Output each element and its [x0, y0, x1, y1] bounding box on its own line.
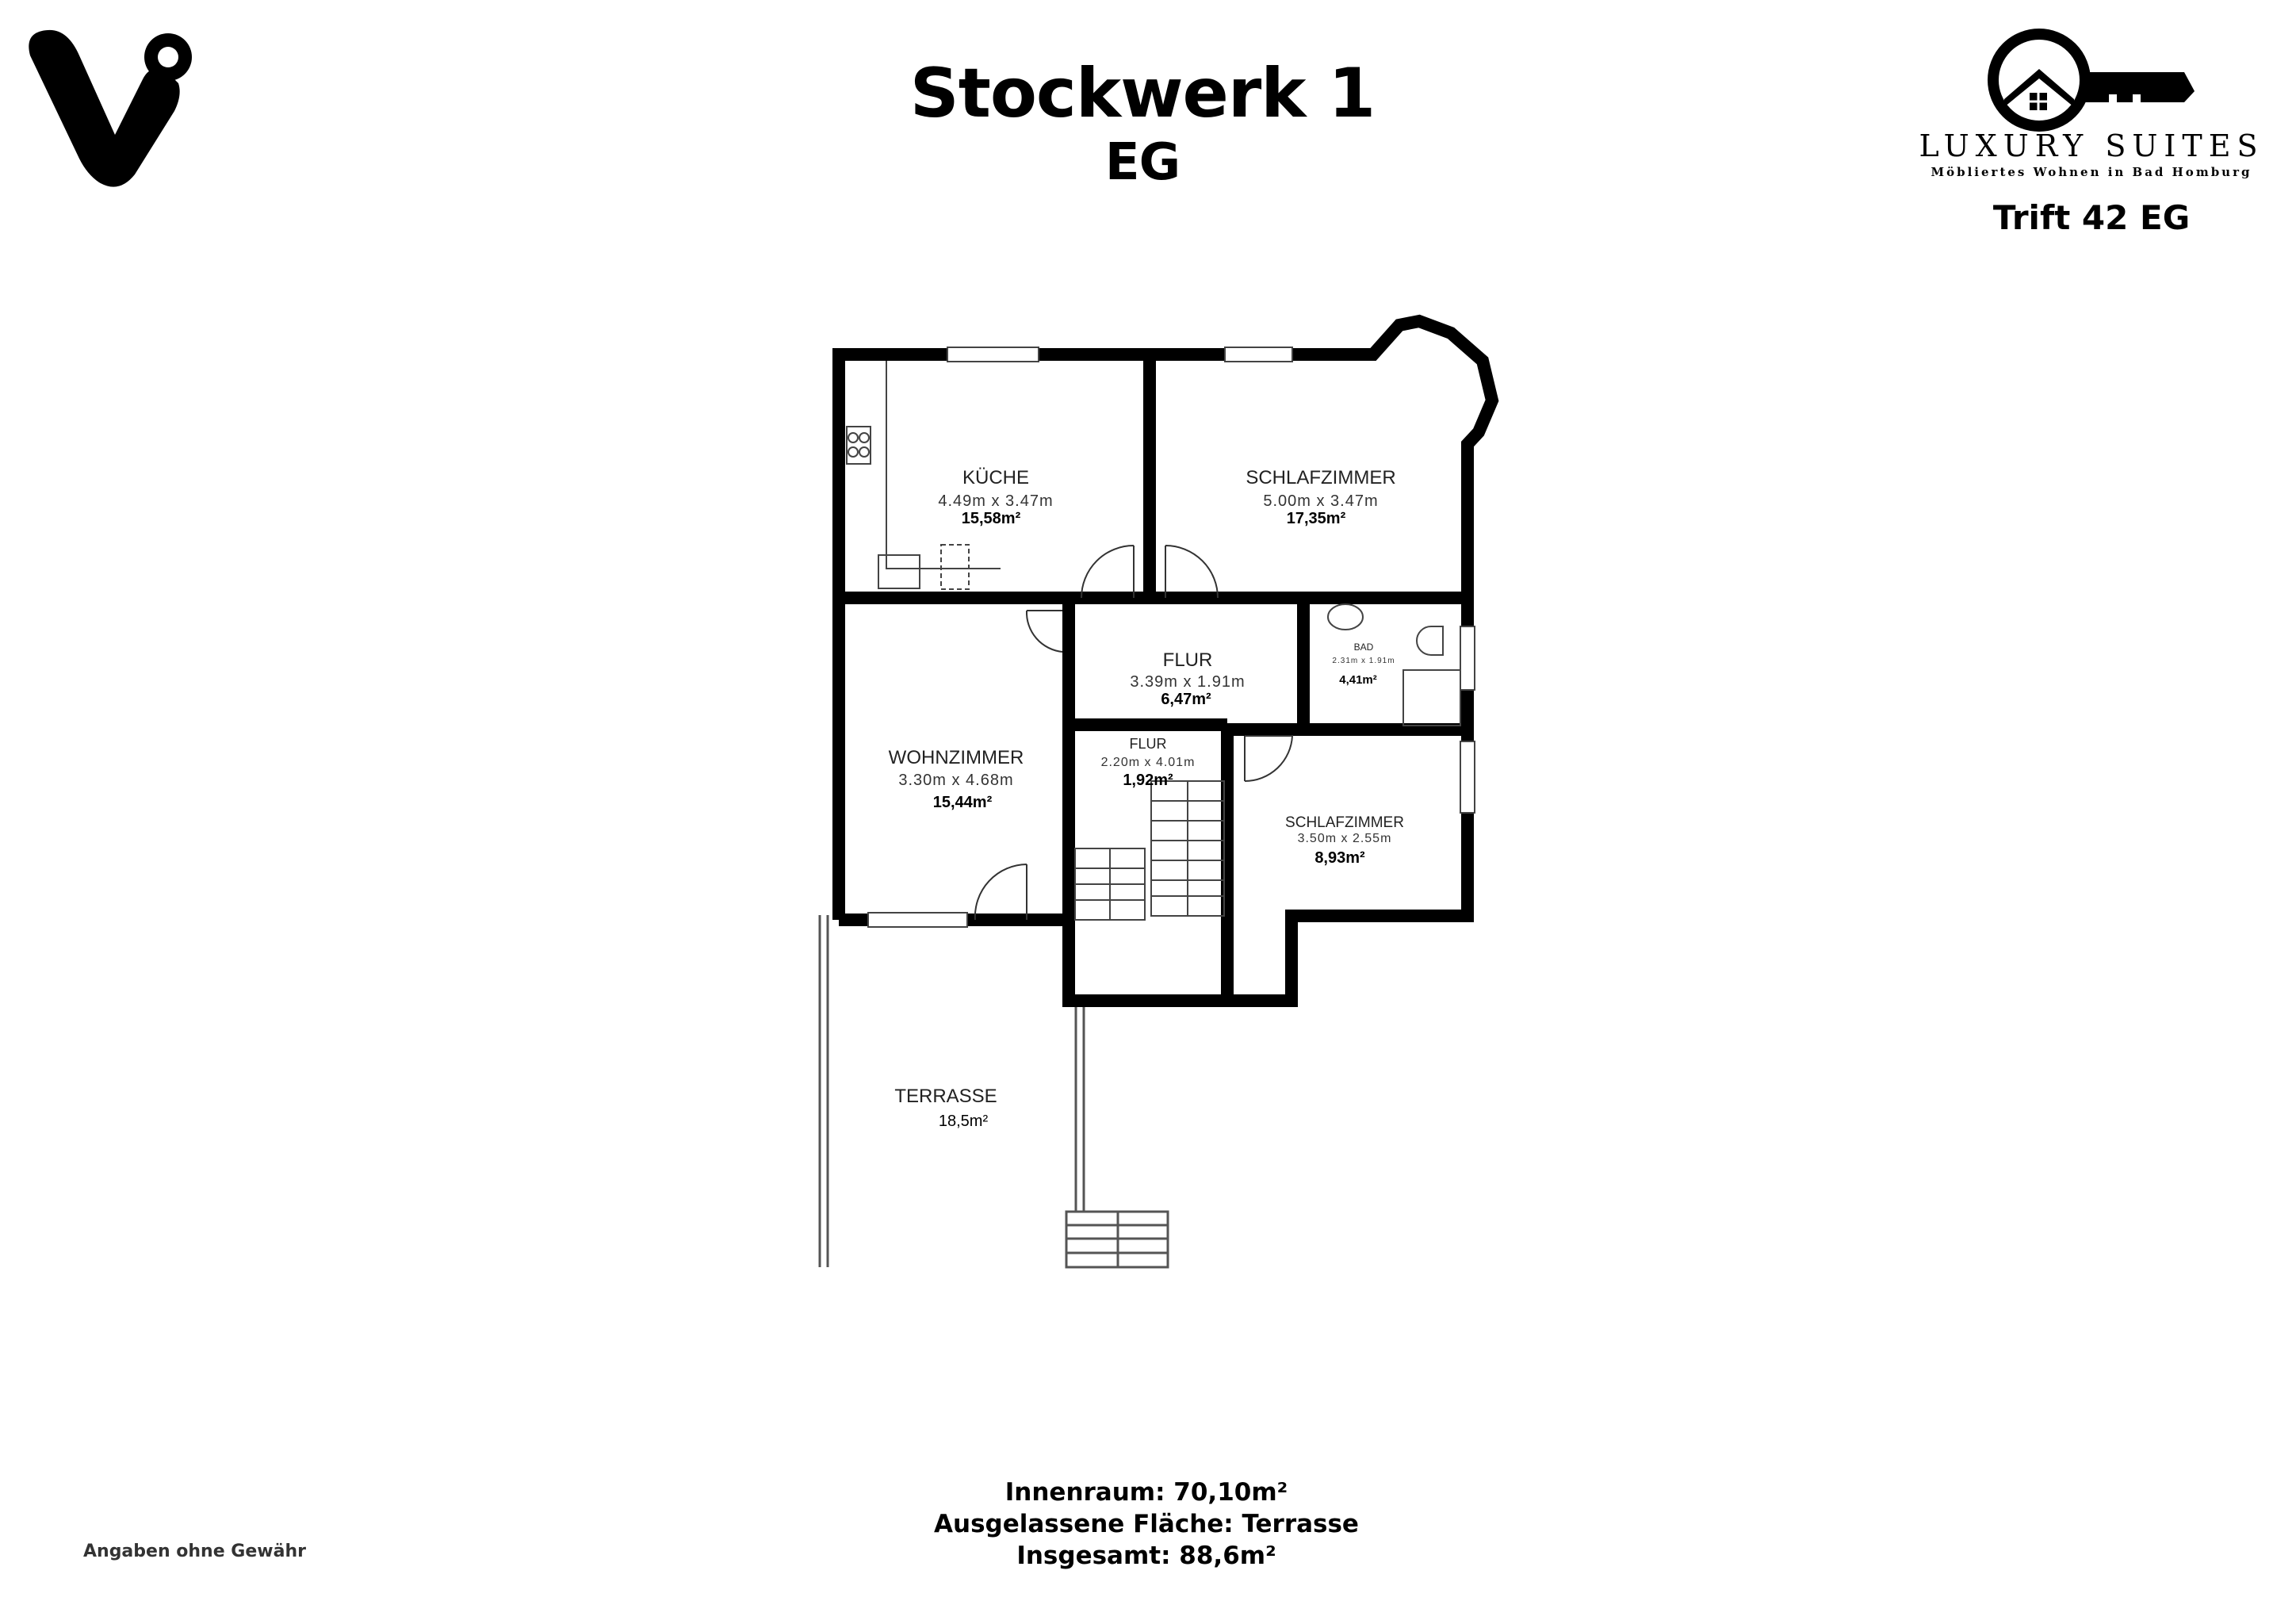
- svg-text:3.39m x 1.91m: 3.39m x 1.91m: [1130, 673, 1245, 691]
- svg-text:FLUR: FLUR: [1163, 649, 1213, 671]
- stove-icon: [846, 426, 871, 465]
- washbasin-icon: [1327, 603, 1364, 630]
- house-key-logo-icon: [1988, 29, 2195, 132]
- svg-text:15,44m²: 15,44m²: [933, 794, 993, 811]
- stairs: [1074, 780, 1225, 921]
- svg-text:SCHLAFZIMMER: SCHLAFZIMMER: [1285, 814, 1404, 831]
- room-kueche: KÜCHE 4.49m x 3.47m 15,58m²: [938, 467, 1053, 527]
- room-flur-2: FLUR 2.20m x 4.01m 1,92m²: [1101, 736, 1196, 789]
- room-schlafzimmer-1: SCHLAFZIMMER 5.00m x 3.47m 17,35m²: [1246, 467, 1395, 527]
- svg-text:5.00m x 3.47m: 5.00m x 3.47m: [1263, 492, 1378, 510]
- bath-fixtures: [1327, 603, 1461, 726]
- doors: [974, 545, 1294, 921]
- shower-icon: [1402, 669, 1461, 726]
- room-wohnzimmer: WOHNZIMMER 3.30m x 4.68m 15,44m²: [889, 747, 1024, 811]
- svg-text:8,93m²: 8,93m²: [1314, 849, 1365, 867]
- svg-text:4.49m x 3.47m: 4.49m x 3.47m: [938, 492, 1053, 510]
- svg-text:4,41m²: 4,41m²: [1339, 673, 1377, 687]
- excluded-area: Ausgelassene Fläche: Terrasse: [934, 1510, 1359, 1538]
- toilet-icon: [1416, 626, 1444, 656]
- interior-area: Innenraum: 70,10m²: [1004, 1478, 1288, 1507]
- kitchen-fixtures: [846, 361, 1001, 590]
- room-bad: BAD 2.31m x 1.91m 4,41m²: [1332, 642, 1395, 687]
- svg-text:TERRASSE: TERRASSE: [894, 1086, 997, 1107]
- svg-text:KÜCHE: KÜCHE: [962, 467, 1029, 488]
- page-title: Stockwerk 1: [909, 54, 1376, 133]
- svg-text:3.30m x 4.68m: 3.30m x 4.68m: [898, 772, 1013, 789]
- svg-text:15,58m²: 15,58m²: [962, 510, 1021, 527]
- property-name: Trift 42 EG: [1992, 198, 2191, 237]
- room-terrasse: TERRASSE 18,5m²: [894, 1086, 997, 1130]
- floor-subtitle: EG: [1104, 133, 1181, 192]
- svg-text:FLUR: FLUR: [1129, 736, 1166, 752]
- svg-text:WOHNZIMMER: WOHNZIMMER: [889, 747, 1024, 768]
- exterior-wall: [832, 314, 1499, 1007]
- windows: [867, 347, 1475, 928]
- svg-text:1,92m²: 1,92m²: [1123, 772, 1173, 789]
- svg-text:17,35m²: 17,35m²: [1287, 510, 1346, 527]
- sink-icon: [878, 554, 920, 589]
- svg-text:BAD: BAD: [1354, 642, 1374, 653]
- svg-text:18,5m²: 18,5m²: [939, 1113, 989, 1130]
- disclaimer: Angaben ohne Gewähr: [83, 1542, 306, 1561]
- total-area: Insgesamt: 88,6m²: [1016, 1542, 1276, 1570]
- svg-text:6,47m²: 6,47m²: [1161, 691, 1211, 708]
- v-logo-icon: [29, 29, 192, 187]
- brand-tagline: Möbliertes Wohnen in Bad Homburg: [1931, 165, 2252, 179]
- svg-text:2.31m x 1.91m: 2.31m x 1.91m: [1332, 657, 1395, 665]
- terrace-outline: [818, 915, 1169, 1269]
- svg-text:2.20m x 4.01m: 2.20m x 4.01m: [1101, 756, 1196, 769]
- room-schlafzimmer-2: SCHLAFZIMMER 3.50m x 2.55m 8,93m²: [1285, 814, 1404, 867]
- room-flur-1: FLUR 3.39m x 1.91m 6,47m²: [1130, 649, 1245, 708]
- brand-name: LUXURY SUITES: [1919, 128, 2264, 163]
- svg-text:3.50m x 2.55m: 3.50m x 2.55m: [1298, 832, 1392, 845]
- svg-text:SCHLAFZIMMER: SCHLAFZIMMER: [1246, 467, 1395, 488]
